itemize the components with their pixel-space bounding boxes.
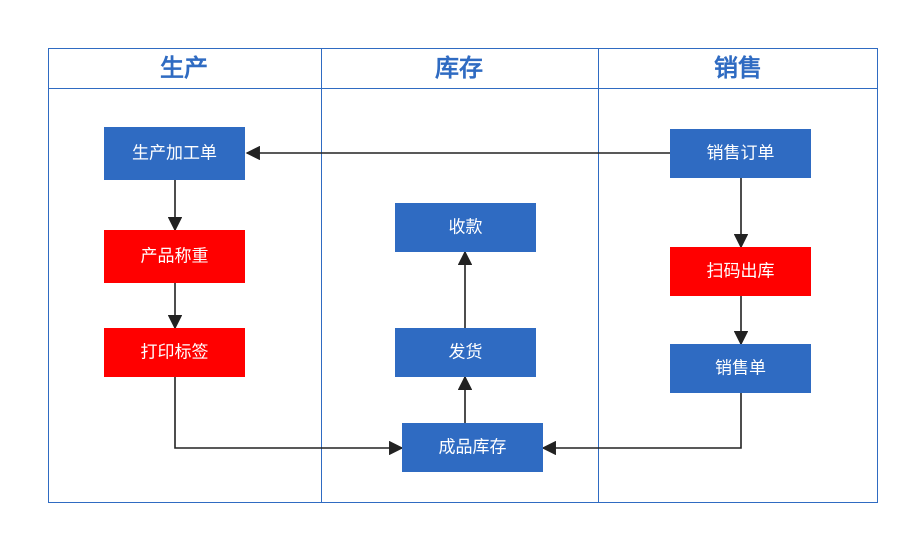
node-production-order-label: 生产加工单 [132,144,217,164]
arrow-sales-slip-to-finished-stock [541,393,742,456]
process-nodes: 生产加工单 产品称重 打印标签 收款 发货 成品库存 销售订单 扫码出库 [104,127,811,472]
node-finished-stock[interactable]: 成品库存 [402,423,543,472]
node-scan-outbound[interactable]: 扫码出库 [670,247,811,296]
node-sales-slip[interactable]: 销售单 [670,344,811,393]
node-scan-outbound-box [670,247,811,296]
node-print-label-label: 打印标签 [141,343,209,363]
node-product-weighing-label: 产品称重 [141,247,209,267]
node-payment-label: 收款 [449,218,483,238]
node-sales-slip-box [670,344,811,393]
node-print-label-box [104,328,245,377]
node-production-order[interactable]: 生产加工单 [104,127,245,180]
node-sales-slip-label: 销售单 [715,359,766,379]
lane-title-inventory: 库存 [435,54,483,82]
node-sales-order-label: 销售订单 [707,144,775,164]
flow-connectors [167,145,749,456]
node-shipping[interactable]: 发货 [395,328,536,377]
swimlane-outer-border [48,48,878,503]
swimlane-grid [48,48,878,503]
node-shipping-box [395,328,536,377]
node-payment[interactable]: 收款 [395,203,536,252]
node-sales-order[interactable]: 销售订单 [670,129,811,178]
arrow-print-label-to-finished-stock [174,377,404,456]
node-shipping-label: 发货 [449,343,483,363]
node-print-label[interactable]: 打印标签 [104,328,245,377]
node-scan-outbound-label: 扫码出库 [707,262,775,282]
lane-title-sales: 销售 [714,54,762,82]
node-finished-stock-label: 成品库存 [439,438,507,458]
node-product-weighing[interactable]: 产品称重 [104,230,245,283]
node-product-weighing-box [104,230,245,283]
node-payment-box [395,203,536,252]
node-sales-order-box [670,129,811,178]
node-production-order-box [104,127,245,180]
lane-headers: 生产 库存 销售 [160,54,762,82]
node-finished-stock-box [402,423,543,472]
lane-title-production: 生产 [160,54,208,82]
